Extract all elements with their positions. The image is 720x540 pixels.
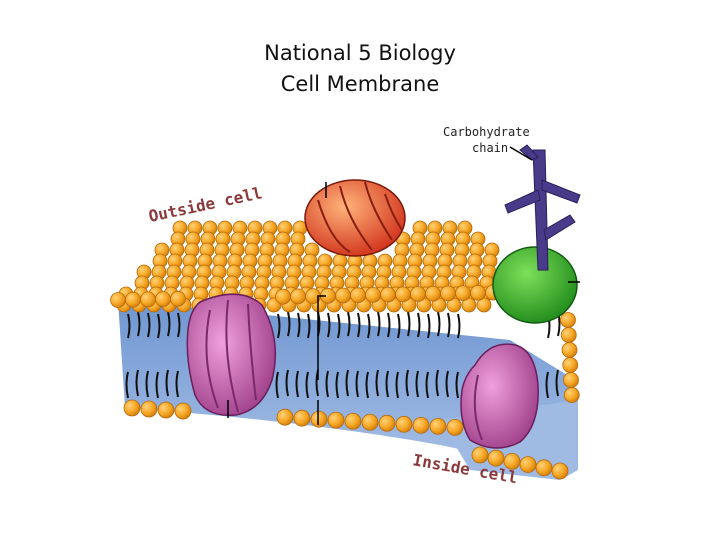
lipid-tail (435, 311, 441, 397)
phospholipid-tails (125, 311, 561, 399)
lipid-tail (135, 311, 141, 397)
phospholipid-head (344, 412, 362, 430)
phospholipid-head (429, 417, 447, 435)
phospholipid-head (140, 400, 158, 418)
phospholipid-head (365, 286, 381, 303)
lipid-tail (335, 313, 341, 399)
phospholipid-head (123, 399, 141, 417)
phospholipid-head (395, 415, 413, 433)
phospholipid-head (327, 411, 345, 429)
phospholipid-head (361, 413, 379, 431)
lipid-tail (275, 313, 281, 399)
phospholipid-head (563, 387, 580, 403)
phospholipid-head (276, 408, 294, 426)
phospholipid-head (350, 287, 366, 304)
channel-protein (186, 293, 277, 418)
outside-cell-label: Outside cell (147, 183, 264, 226)
phospholipid-head (551, 462, 569, 480)
slide-title: National 5 Biology (264, 41, 456, 65)
phospholipid-head (560, 312, 576, 328)
phospholipid-head (412, 416, 430, 434)
lipid-tail (355, 312, 361, 398)
phospholipid-head (446, 418, 464, 436)
lipid-tail (405, 311, 411, 397)
lipid-tail (325, 312, 331, 398)
phospholipid-head (562, 357, 579, 373)
lipid-tail (175, 312, 181, 398)
lipid-tail (445, 312, 451, 398)
phospholipid-head (503, 452, 521, 470)
slide-subtitle: Cell Membrane (280, 72, 440, 96)
lipid-tail (425, 313, 431, 399)
phospholipid-head (157, 401, 175, 419)
lipid-tail (345, 311, 351, 397)
lipid-tail (145, 312, 151, 398)
phospholipid-head (290, 288, 306, 305)
peripheral-protein (304, 179, 406, 257)
lipid-tail (155, 313, 161, 399)
phospholipid-head (471, 446, 489, 464)
phospholipid-head (110, 292, 126, 308)
pointer-lines (317, 146, 533, 425)
lipid-tail (455, 313, 461, 399)
phospholipid-head (293, 409, 311, 427)
phospholipid-head (410, 286, 426, 302)
lipid-tail (165, 311, 171, 397)
phospholipid-head (476, 297, 492, 313)
phospholipid-head (275, 288, 291, 305)
lipid-tail (365, 313, 371, 399)
lipid-tail (285, 311, 291, 397)
phospholipid-head (560, 327, 577, 343)
phospholipid-head (563, 372, 579, 388)
phospholipid-head (140, 291, 156, 308)
lipid-tail (305, 313, 311, 399)
lipid-tail (125, 313, 131, 399)
phospholipid-head (380, 286, 396, 303)
phospholipid-head (535, 459, 553, 477)
phospholipid-head (378, 414, 396, 432)
carbohydrate-chain-label: Carbohydrate (443, 125, 530, 139)
phospholipid-head (335, 287, 351, 304)
phospholipid-head (310, 410, 328, 428)
lipid-tail (385, 312, 391, 398)
phospholipid-heads-upper-layer (110, 220, 516, 313)
phospholipid-head (519, 456, 537, 474)
carbohydrate-chain-label-line2: chain (472, 141, 508, 155)
phospholipid-head (174, 402, 192, 420)
lipid-tail (415, 312, 421, 398)
carbohydrate-chain (504, 144, 581, 271)
phospholipid-head (425, 285, 441, 302)
phospholipid-head (455, 285, 471, 302)
phospholipid-heads-edge (560, 312, 580, 403)
integral-protein (460, 343, 539, 449)
phospholipid-head (487, 449, 505, 467)
lipid-tail (295, 312, 301, 398)
lipid-tail (375, 311, 381, 397)
phospholipid-head (561, 342, 578, 358)
phospholipid-head (470, 284, 486, 301)
slide-title-block: National 5 Biology Cell Membrane (0, 38, 720, 100)
phospholipid-head (440, 285, 456, 302)
glycoprotein (492, 246, 580, 324)
phospholipid-head (125, 291, 141, 308)
phospholipid-head (395, 286, 411, 303)
lipid-tail (395, 313, 401, 399)
phospholipid-head (170, 290, 186, 307)
phospholipid-heads-lower-layer (123, 399, 569, 480)
phospholipid-head (155, 291, 171, 308)
